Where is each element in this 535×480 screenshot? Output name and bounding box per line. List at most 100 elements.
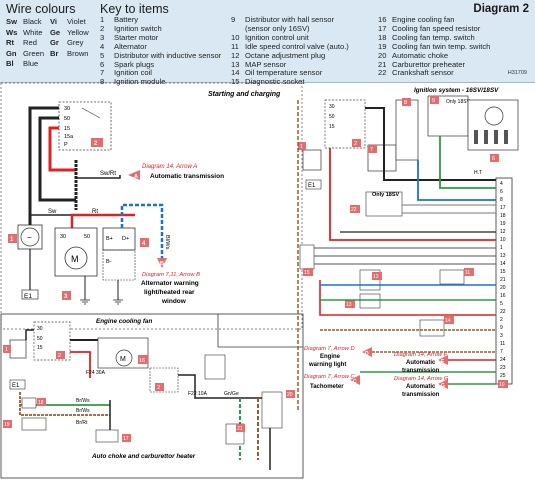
wire-red — [70, 213, 135, 230]
svg-text:50: 50 — [37, 336, 43, 342]
key-item: (sensor only 16SV) — [245, 23, 310, 33]
svg-text:Br/Ws: Br/Ws — [76, 408, 90, 414]
svg-text:9: 9 — [500, 325, 503, 331]
svg-text:D+: D+ — [122, 236, 129, 242]
svg-text:17: 17 — [500, 205, 506, 211]
ignition-module — [395, 99, 419, 161]
svg-text:Only 18SV: Only 18SV — [446, 99, 471, 105]
svg-text:Automatic: Automatic — [406, 384, 436, 390]
svg-text:7: 7 — [500, 349, 503, 355]
svg-text:4: 4 — [142, 241, 146, 247]
svg-text:E1: E1 — [308, 183, 316, 189]
svg-text:8: 8 — [500, 197, 503, 203]
diagnostic-socket — [299, 244, 315, 270]
svg-text:M: M — [120, 356, 126, 363]
svg-text:24: 24 — [500, 357, 506, 363]
svg-text:1: 1 — [300, 144, 303, 150]
image-id: H31709 — [507, 70, 527, 76]
svg-text:Br/Ws: Br/Ws — [76, 398, 90, 404]
svg-text:25: 25 — [500, 373, 506, 379]
svg-text:window: window — [161, 298, 187, 305]
svg-text:transmission: transmission — [402, 392, 440, 398]
svg-text:22: 22 — [500, 309, 506, 315]
battery: − — [17, 224, 43, 250]
svg-text:F24 30A: F24 30A — [86, 370, 106, 376]
svg-text:21: 21 — [500, 277, 506, 283]
automatic-choke — [261, 391, 283, 429]
panel-title-choke: Auto choke and carburettor heater — [91, 453, 196, 460]
svg-text:Alternator warning: Alternator warning — [141, 280, 199, 287]
svg-text:6: 6 — [500, 189, 503, 195]
svg-text:8: 8 — [404, 100, 407, 106]
svg-text:23: 23 — [500, 365, 506, 371]
svg-text:H.T: H.T — [474, 170, 482, 176]
svg-text:50: 50 — [84, 234, 90, 240]
svg-text:10: 10 — [500, 237, 506, 243]
svg-text:F: F — [441, 359, 444, 365]
svg-text:B-: B- — [106, 259, 112, 265]
svg-text:Diagram 7,11, Arrow B: Diagram 7,11, Arrow B — [142, 272, 200, 278]
wire-red — [329, 148, 496, 241]
wire-blue — [417, 160, 496, 201]
svg-text:14: 14 — [500, 261, 506, 267]
svg-text:Sw: Sw — [48, 209, 57, 215]
svg-text:warning light: warning light — [308, 362, 346, 368]
svg-text:1: 1 — [5, 347, 8, 353]
svg-text:Diagram 14, Arrow F: Diagram 14, Arrow F — [394, 352, 448, 358]
svg-text:Tachometer: Tachometer — [310, 384, 344, 390]
svg-text:20: 20 — [287, 392, 293, 398]
speed-resistor — [95, 429, 119, 443]
svg-text:19: 19 — [4, 422, 10, 428]
panel-title-starting: Starting and charging — [208, 91, 281, 98]
earth-point — [21, 289, 39, 300]
svg-text:21: 21 — [237, 426, 243, 432]
svg-text:18: 18 — [38, 400, 44, 406]
svg-text:14: 14 — [445, 318, 451, 324]
svg-text:D: D — [365, 351, 369, 357]
svg-text:15: 15 — [500, 269, 506, 275]
svg-text:13: 13 — [500, 253, 506, 259]
svg-text:B+: B+ — [106, 236, 113, 242]
svg-text:M: M — [71, 254, 79, 264]
panel-border — [0, 313, 304, 479]
svg-text:11: 11 — [465, 270, 470, 276]
svg-text:12: 12 — [373, 274, 379, 280]
map-sensor — [359, 293, 381, 309]
svg-text:A: A — [134, 174, 138, 180]
svg-text:5: 5 — [500, 301, 503, 307]
svg-text:3: 3 — [64, 294, 68, 300]
svg-text:16: 16 — [500, 293, 506, 299]
svg-text:E1: E1 — [12, 383, 20, 389]
svg-text:11: 11 — [500, 341, 505, 347]
svg-text:2: 2 — [500, 317, 503, 323]
wire-colours-title: Wire colours — [6, 2, 76, 16]
panel-title-cooling: Engine cooling fan — [96, 318, 152, 325]
svg-text:2: 2 — [354, 141, 357, 147]
svg-text:light/heated rear: light/heated rear — [144, 289, 195, 296]
wire-green — [439, 136, 496, 189]
svg-text:Br/Rt: Br/Rt — [76, 420, 88, 426]
svg-text:C: C — [353, 379, 357, 385]
svg-text:B: B — [160, 261, 164, 267]
svg-text:13: 13 — [346, 302, 352, 308]
diagram-label: Diagram 2 — [473, 3, 529, 15]
